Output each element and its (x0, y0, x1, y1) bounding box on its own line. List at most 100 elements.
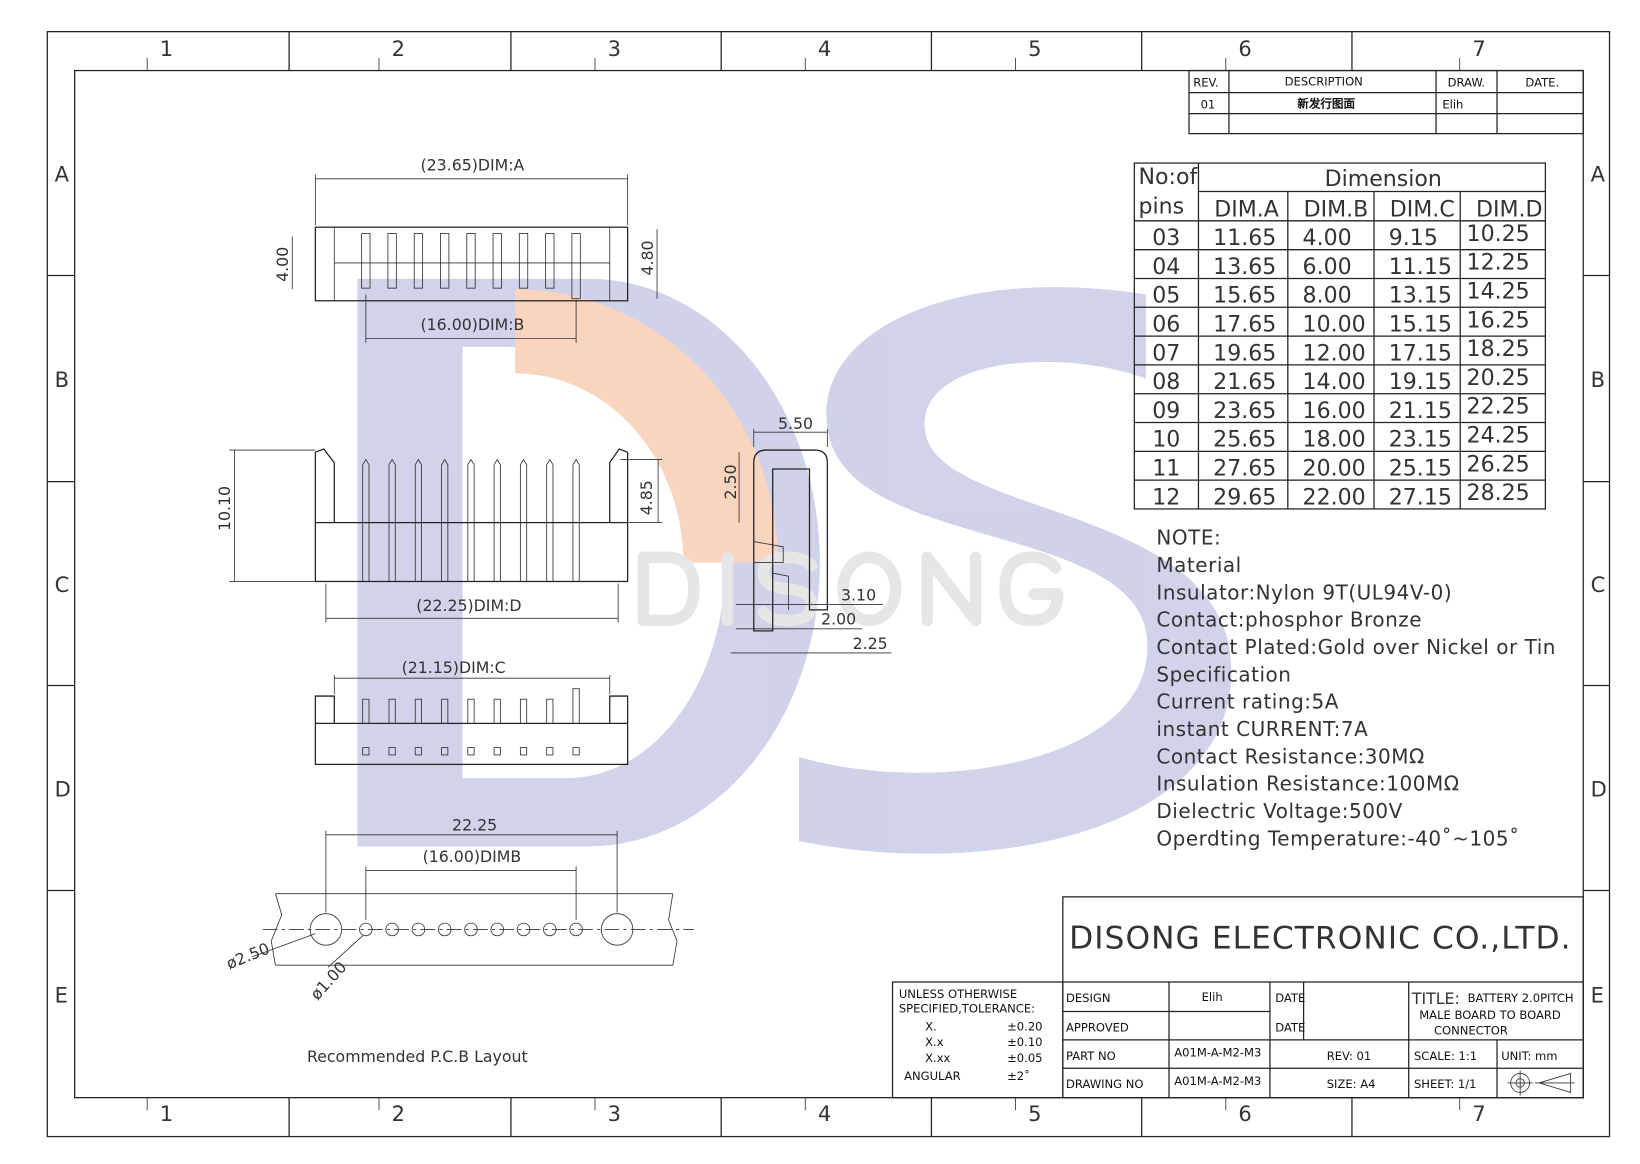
table-cell: 05 (1152, 284, 1180, 309)
top-view-pin (387, 233, 397, 289)
front-view-pin (467, 458, 475, 582)
zone-column-top: 3 (608, 36, 621, 61)
side-height: 2.50 (721, 464, 740, 499)
tol-xx-value: ±0.10 (1007, 1035, 1042, 1049)
bottom-view-pin-hole (362, 747, 370, 756)
zone-row-right: D (1591, 776, 1607, 801)
table-cell: 22.25 (1467, 395, 1530, 420)
top-height-2: 4.80 (638, 240, 657, 275)
table-cell: 19.15 (1389, 370, 1452, 395)
outer-border (46, 31, 1611, 1138)
description-value: 新发行图面 (1297, 96, 1355, 110)
front-view-pin (493, 458, 501, 582)
note-line: Contact Resistance:30MΩ (1156, 744, 1424, 768)
watermark-letter-n (921, 551, 982, 627)
table-col-header: DIM.B (1304, 198, 1369, 223)
pcb-pin-hole (464, 922, 478, 937)
table-cell: 14.00 (1303, 370, 1366, 395)
rev-value: 01 (1201, 97, 1216, 111)
note-line: Contact Plated:Gold over Nickel or Tin (1156, 635, 1556, 659)
watermark-letter-d (637, 551, 700, 627)
pcb-pin-hole (385, 922, 399, 937)
table-cell: 22.00 (1303, 485, 1366, 510)
table-cell: 11.65 (1213, 226, 1276, 251)
top-view-pin (440, 233, 450, 289)
table-cell: 6.00 (1303, 255, 1352, 280)
zone-column-top: 7 (1472, 36, 1485, 61)
table-cell: 4.00 (1303, 226, 1352, 251)
table-cell: 20.00 (1303, 457, 1366, 482)
zone-column-top: 6 (1238, 36, 1251, 61)
table-cell: 20.25 (1467, 366, 1530, 391)
dimension-group-header: Dimension (1325, 167, 1442, 192)
note-line: Dielectric Voltage:500V (1156, 799, 1402, 823)
zone-row-left: D (55, 776, 71, 801)
pcb-pin-hole (569, 922, 583, 937)
watermark-d-orange (515, 289, 778, 563)
date-header: DATE. (1525, 75, 1559, 89)
dim-c-label: (21.15)DIM:C (402, 658, 506, 677)
pcb-width: 22.25 (452, 816, 497, 835)
zone-column-bottom: 7 (1472, 1101, 1485, 1126)
table-cell: 10.00 (1303, 312, 1366, 337)
zone-column-bottom: 6 (1238, 1101, 1251, 1126)
tol-angular-label: ANGULAR (904, 1069, 961, 1083)
pcb-hole-small: ø1.00 (306, 958, 350, 1004)
table-col-header: DIM.D (1476, 198, 1543, 223)
bottom-view-pin (441, 698, 449, 724)
table-cell: 10 (1152, 428, 1180, 453)
note-line: instant CURRENT:7A (1156, 717, 1368, 741)
approved-label: APPROVED (1066, 1020, 1129, 1034)
front-view-pin (519, 458, 528, 582)
unit-field: UNIT: mm (1501, 1049, 1557, 1063)
pins-header-2: pins (1139, 195, 1185, 220)
zone-column-top: 5 (1028, 36, 1041, 61)
zone-row-left: C (55, 572, 70, 597)
table-cell: 21.15 (1389, 399, 1452, 424)
bottom-view-pin (572, 688, 580, 724)
company-name: DISONG ELECTRONIC CO.,LTD. (1069, 920, 1572, 956)
zone-row-left: B (55, 367, 69, 392)
table-cell: 12 (1152, 485, 1180, 510)
tol-xxx-value: ±0.05 (1007, 1051, 1042, 1065)
design-value: Elih (1202, 990, 1223, 1004)
zone-row-left: E (55, 983, 68, 1008)
pcb-pin-hole (543, 922, 557, 937)
revision-block: REV. DESCRIPTION DRAW. DATE. 01 新发行图面 El… (1188, 69, 1584, 135)
zone-column-bottom: 2 (392, 1101, 405, 1126)
table-cell: 18.25 (1467, 337, 1530, 362)
bottom-view-pin (388, 698, 396, 724)
table-cell: 12.25 (1467, 251, 1530, 276)
front-view-pin (388, 458, 396, 582)
zone-column-bottom: 3 (608, 1101, 621, 1126)
table-cell: 12.00 (1303, 341, 1366, 366)
bottom-view-pin-hole (493, 747, 501, 756)
table-col-header: DIM.C (1390, 198, 1455, 223)
table-cell: 14.25 (1467, 279, 1530, 304)
bottom-view-pin-hole (467, 747, 475, 756)
drawing-no-value: A01M-A-M2-M3 (1174, 1074, 1261, 1088)
side-dim-3: 2.25 (853, 634, 888, 653)
dim-b-label: (16.00)DIM:B (421, 315, 525, 334)
pcb-pitch: (16.00)DIMB (423, 847, 522, 866)
zone-row-right: E (1591, 983, 1604, 1008)
note-line: Specification (1156, 662, 1291, 686)
zone-row-right: C (1591, 572, 1606, 597)
side-view: 5.50 2.50 3.10 2.00 2.25 (721, 414, 892, 654)
pcb-pin-hole (490, 922, 504, 937)
watermark-letter-o (837, 551, 902, 627)
tolerance-line2: SPECIFIED,TOLERANCE: (899, 1002, 1035, 1016)
pins-header-1: No:of (1139, 165, 1199, 190)
front-pin-height: 4.85 (637, 480, 656, 515)
top-view-pin (571, 233, 581, 300)
bottom-view-pin-hole (388, 747, 396, 756)
projection-symbol-icon (1507, 1070, 1575, 1096)
bottom-view-pin (362, 698, 370, 724)
table-cell: 10.25 (1467, 222, 1530, 247)
scale-field: SCALE: 1:1 (1414, 1049, 1477, 1063)
notes-heading: NOTE: (1156, 526, 1221, 550)
top-height-1: 4.00 (273, 247, 292, 282)
table-cell: 08 (1152, 370, 1180, 395)
